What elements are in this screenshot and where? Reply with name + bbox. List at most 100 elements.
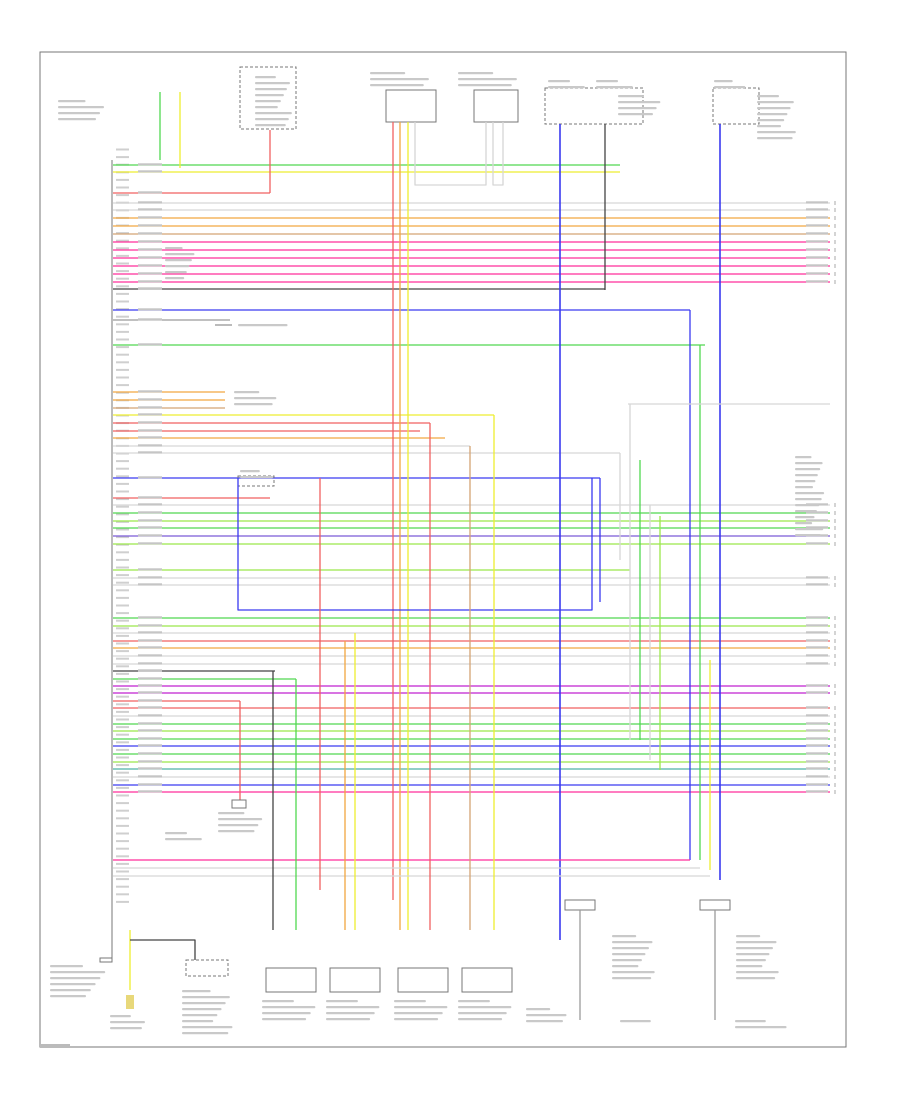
left-module-label [370, 72, 406, 75]
wire-color-code [138, 737, 162, 740]
top-left-component-label [58, 106, 104, 109]
pin-number [116, 178, 129, 181]
right-bus-labels [795, 468, 821, 471]
left-door-module-label [612, 953, 646, 956]
right-edge-label [806, 208, 828, 211]
top-sensor-box [239, 66, 297, 130]
wire-color-code [138, 706, 162, 709]
pin-number [116, 277, 129, 280]
wire-color-code [138, 216, 162, 219]
wire-color-code [138, 308, 162, 311]
rear-right-speaker [461, 967, 513, 993]
pin-number [116, 650, 129, 653]
right-bus-labels [795, 480, 816, 483]
control-module-label [50, 977, 101, 980]
wire-color-code [138, 616, 162, 619]
right-edge-label [806, 224, 828, 227]
left-door-module-label [612, 965, 639, 968]
wire-color-code [138, 722, 162, 725]
pin-number [116, 832, 129, 835]
right-edge-label [806, 272, 828, 275]
antenna-feed-label [218, 824, 259, 827]
pin-number [116, 391, 129, 394]
control-module-label [50, 989, 91, 992]
right-component-label [757, 125, 781, 128]
fuse-box-top [544, 87, 644, 125]
wire-color-code [138, 343, 162, 346]
right-edge-label [806, 201, 828, 204]
pin-number [116, 300, 129, 303]
antenna-feed-label [218, 830, 255, 833]
antenna-label [110, 1021, 145, 1024]
top-left-component-label [58, 100, 86, 103]
right-edge-label [806, 248, 828, 251]
pin-number [116, 194, 129, 197]
top-sensor-label [255, 94, 284, 97]
rear-right-speaker-label [458, 1006, 512, 1009]
right-component-label [757, 131, 796, 134]
antenna-connector [126, 995, 134, 1009]
right-component-label [757, 95, 779, 98]
right-edge-label [806, 639, 828, 642]
right-edge-label [806, 624, 828, 627]
pin-number [116, 634, 129, 637]
right-door-fuse [699, 899, 731, 911]
pin-number [116, 688, 129, 691]
page-marker [40, 1044, 70, 1047]
pin-number [116, 612, 129, 615]
wire-color-code [138, 669, 162, 672]
wire-color-code [138, 568, 162, 571]
wire-color-code [138, 444, 162, 447]
pin-number [116, 505, 129, 508]
right-edge-label [806, 583, 828, 586]
pin-number [116, 596, 129, 599]
amplifier-label [182, 1002, 226, 1005]
right-module-label [458, 72, 494, 75]
wire-color-code [138, 639, 162, 642]
right-edge-label [806, 256, 828, 259]
pin-number [116, 543, 129, 546]
pin-number [116, 315, 129, 318]
pin-number [116, 323, 129, 326]
control-module-outline [100, 160, 113, 959]
right-bus-labels [795, 522, 813, 525]
right-edge-label [806, 519, 828, 522]
right-bus-labels [795, 486, 813, 489]
wire-color-code [138, 534, 162, 537]
pin-number [116, 840, 129, 843]
left-door-module-label [612, 959, 642, 962]
front-right-speaker-label [326, 1012, 375, 1015]
right-module-label [458, 78, 517, 81]
front-left-speaker-label [262, 1006, 316, 1009]
top-sensor-label [255, 76, 276, 79]
pin-number [116, 786, 129, 789]
control-module-label [50, 965, 83, 968]
right-module-label [458, 84, 512, 87]
pin-number [116, 847, 129, 850]
top-sensor-label [255, 106, 278, 109]
pin-number [116, 232, 129, 235]
top-left-component-label [58, 112, 100, 115]
wire-color-code [138, 248, 162, 251]
pin-legend [165, 271, 187, 274]
right-edge-label [806, 729, 828, 732]
right-component-label [757, 107, 791, 110]
wire-color-code [138, 287, 162, 290]
pin-number [116, 817, 129, 820]
right-edge-label [806, 767, 828, 770]
right-door-ref-label [735, 1020, 766, 1023]
right-component-label [757, 113, 788, 116]
wire-color-code [138, 662, 162, 665]
fuse-label-1 [548, 86, 585, 89]
wire-color-code [138, 496, 162, 499]
right-edge-label [806, 760, 828, 763]
pin-number [116, 900, 129, 903]
pin-number [116, 855, 129, 858]
amplifier-label [182, 1020, 214, 1023]
left-door-fuse [564, 899, 596, 911]
right-door-module-label [736, 977, 776, 980]
left-door-ground-label [526, 1014, 567, 1017]
module-link-wire [492, 122, 504, 186]
pin-number [116, 368, 129, 371]
wire-color-code [138, 744, 162, 747]
